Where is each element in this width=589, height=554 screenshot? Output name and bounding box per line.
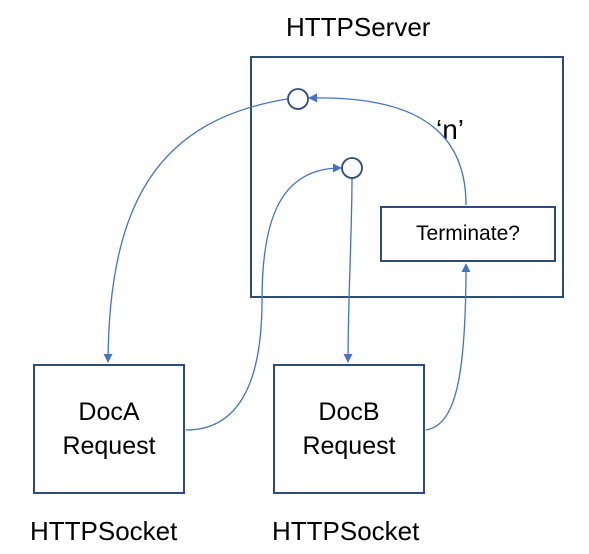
connector-port1-to-doca bbox=[103, 98, 288, 363]
server-port-1[interactable] bbox=[287, 88, 309, 110]
doca-socket-label: HTTPSocket bbox=[30, 516, 178, 546]
docb-socket-label: HTTPSocket bbox=[272, 516, 420, 546]
terminate-label: Terminate? bbox=[416, 222, 520, 245]
connector-port2-to-docb bbox=[343, 177, 353, 363]
http-server-label: HTTPServer bbox=[286, 12, 431, 42]
doca-line2: Request bbox=[62, 432, 156, 460]
connector-docb-to-terminate bbox=[425, 263, 471, 431]
doca-request-box[interactable]: DocA Request bbox=[33, 364, 185, 494]
docb-line1: DocB bbox=[318, 398, 380, 426]
docb-line2: Request bbox=[302, 432, 396, 460]
docb-request-box[interactable]: DocB Request bbox=[273, 364, 425, 494]
connector-doca-to-port2 bbox=[185, 163, 342, 431]
edge-label-n: ‘n’ bbox=[436, 114, 465, 145]
terminate-box[interactable]: Terminate? bbox=[380, 206, 556, 262]
doca-line1: DocA bbox=[78, 398, 140, 426]
connector-terminate-to-port1 bbox=[308, 93, 467, 206]
server-port-2[interactable] bbox=[341, 157, 363, 179]
